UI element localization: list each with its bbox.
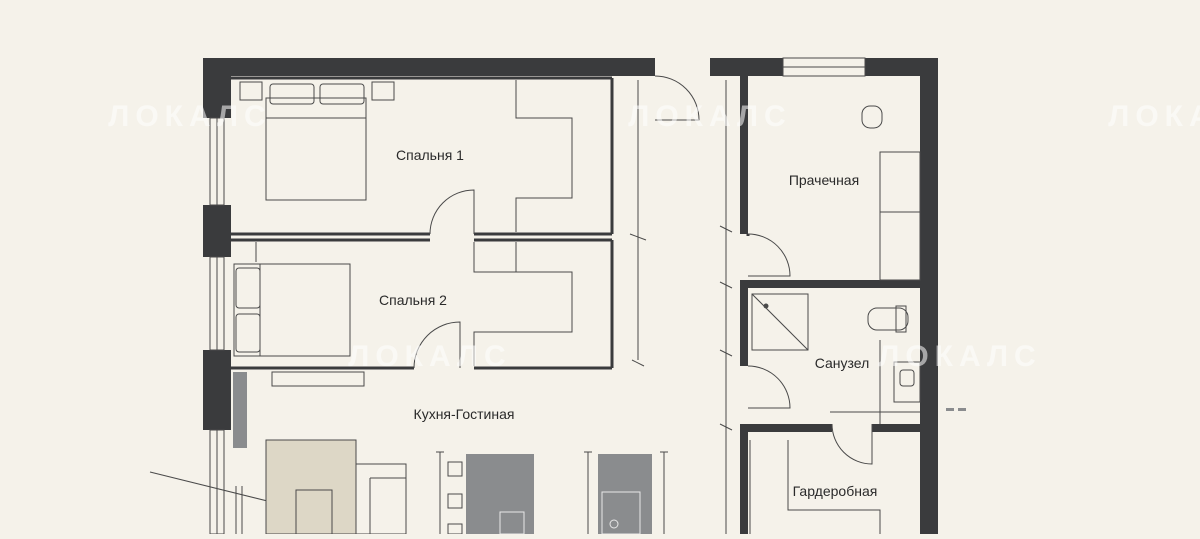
pillow-1b	[319, 83, 365, 105]
watermark-logo: ЛОКАЛС	[1108, 100, 1200, 133]
interior-walls	[231, 76, 750, 370]
stool-2	[447, 493, 463, 509]
watermark-logo: ЛОКАЛС	[628, 100, 791, 133]
marble-column	[233, 372, 247, 448]
room-labels: Спальня 1 Спальня 2 Прачечная Санузел Ку…	[379, 147, 877, 499]
laundry-furniture	[861, 105, 921, 281]
watermark-logo: ЛОКАЛС	[108, 100, 271, 133]
laundry-counter	[879, 151, 921, 281]
wall-wardrobe-top-l	[740, 424, 832, 432]
door-laundry	[747, 233, 791, 277]
stool-1	[447, 461, 463, 477]
laundry-stool	[861, 105, 883, 129]
wall-right	[920, 58, 938, 534]
wall-left-3	[203, 350, 231, 430]
edge-marks	[946, 408, 966, 411]
label-bathroom: Санузел	[815, 355, 870, 371]
kitchen-counter	[598, 454, 652, 534]
bed-2	[233, 263, 351, 357]
doors	[413, 75, 873, 465]
living-furniture	[233, 372, 668, 535]
door-wardrobe	[831, 423, 873, 465]
bathroom-furniture	[751, 293, 921, 403]
wall-bath-left	[740, 280, 748, 366]
console-table	[271, 371, 365, 387]
wardrobe-room-furniture	[749, 440, 881, 534]
wardrobe-2	[473, 242, 573, 366]
shower	[751, 293, 809, 351]
bedroom2-furniture	[233, 242, 573, 387]
sink	[893, 361, 921, 403]
wall-bath-top	[740, 280, 920, 288]
wall-inner-2	[740, 424, 748, 534]
wall-inner-1	[740, 76, 748, 234]
watermark-logo: ЛОКАЛС	[878, 340, 1041, 373]
label-bedroom2: Спальня 2	[379, 292, 447, 308]
door-entrance	[654, 75, 700, 121]
wall-top-left	[203, 58, 655, 76]
nightstand-1b	[371, 81, 395, 101]
door-bedroom1	[429, 189, 475, 235]
bed-1	[265, 97, 367, 201]
watermark-logo: ЛОКАЛС	[348, 340, 511, 373]
wall-left-1	[203, 58, 231, 118]
wardrobe-1	[515, 80, 573, 232]
door-bathroom	[747, 365, 791, 409]
window-top	[782, 57, 866, 77]
watermark-logos: ЛОКАЛС ЛОКАЛС ЛОКАЛС ЛОКАЛС ЛОКАЛС	[108, 100, 1200, 373]
wall-wardrobe-top-r	[872, 424, 920, 432]
wall-left-2	[203, 205, 231, 257]
exterior-walls	[203, 58, 938, 534]
toilet	[867, 307, 909, 331]
toilet-tank	[895, 305, 907, 333]
nightstand-1a	[239, 81, 263, 101]
bedroom1-furniture	[239, 80, 573, 232]
label-living: Кухня-Гостиная	[414, 406, 515, 422]
label-bedroom1: Спальня 1	[396, 147, 464, 163]
pillow-1a	[269, 83, 315, 105]
door-bedroom2	[413, 321, 461, 369]
label-laundry: Прачечная	[789, 172, 859, 188]
label-wardrobe: Гардеробная	[793, 483, 878, 499]
rug	[265, 439, 357, 535]
